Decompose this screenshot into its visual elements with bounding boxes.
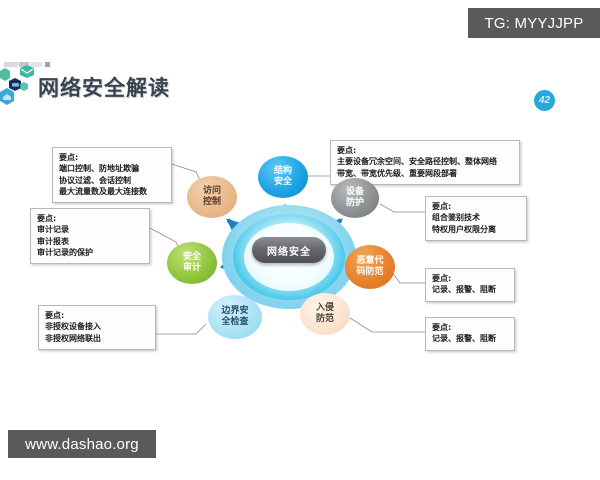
watermark-top-right: TG: MYYJJPP (468, 8, 600, 38)
note-heading: 要点: (337, 146, 357, 155)
node-security-audit: 安全 审计 (167, 242, 217, 284)
node-label-line: 设备 (345, 186, 364, 197)
node-intrusion-prevention: 入侵 防范 (300, 293, 350, 335)
page-title: 网络安全解读 (38, 77, 170, 100)
note-line: 非授权网络联出 (45, 333, 101, 343)
note-heading: 要点: (37, 214, 57, 223)
node-label-line: 防护 (345, 198, 364, 208)
note-line: 记录、报警、阻断 (432, 334, 496, 344)
note-heading: 要点: (432, 274, 452, 283)
note-line: 审计记录 (37, 225, 69, 235)
note-line: 记录、报警、阻断 (432, 285, 496, 295)
node-label-line: 码防范 (356, 267, 384, 277)
node-label-line: 安全 (273, 177, 292, 187)
note-structure-security: 要点: 主要设备冗余空间、安全路径控制、整体网络 带宽、带宽优先级、重要网段部署 (330, 140, 520, 186)
note-line: 审计报表 (37, 236, 69, 246)
note-security-audit: 要点: 审计记录 审计报表 审计记录的保护 (30, 208, 150, 265)
note-heading: 要点: (59, 153, 79, 162)
note-heading: 要点: (432, 323, 452, 332)
watermark-bottom-left: www.dashao.org (8, 430, 156, 458)
note-line: 组合鉴别技术 (432, 213, 480, 223)
node-label-line: 全检查 (221, 317, 249, 327)
center-node-label: 网络安全 (267, 246, 311, 258)
node-label-line: 访问 (202, 185, 221, 196)
security-mindmap-diagram: 要点: 端口控制、防地址欺骗 协议过滤、会话控制 最大流量数及最大连接数 要点:… (0, 120, 600, 370)
node-malicious-code-prevention: 恶意代 码防范 (345, 245, 395, 289)
note-line: 协议过滤、会话控制 (59, 175, 131, 185)
node-label-line: 控制 (202, 197, 221, 207)
note-line: 审计记录的保护 (37, 248, 93, 258)
node-label-line: 审计 (182, 263, 201, 273)
note-line: 特权用户权限分离 (432, 224, 496, 234)
note-line: 最大流量数及最大连接数 (59, 187, 147, 197)
title-decoration-icon (0, 62, 50, 105)
note-device-protection: 要点: 组合鉴别技术 特权用户权限分离 (425, 196, 527, 242)
note-boundary-check: 要点: 非授权设备接入 非授权网络联出 (38, 305, 156, 351)
note-line: 主要设备冗余空间、安全路径控制、整体网络 (337, 157, 497, 167)
page-number-badge: 42 (534, 90, 555, 111)
node-label-line: 边界安 (221, 305, 249, 316)
note-line: 非授权设备接入 (45, 322, 101, 332)
central-rings-graphic: 网络安全 (222, 205, 356, 309)
node-label-line: 入侵 (315, 302, 334, 313)
node-boundary-security-check: 边界安 全检查 (208, 295, 262, 339)
note-malicious-code: 要点: 记录、报警、阻断 (425, 268, 515, 302)
node-label-line: 安全 (182, 251, 201, 262)
node-label-line: 恶意代 (356, 255, 384, 266)
node-label-line: 防范 (315, 314, 334, 324)
note-access-control: 要点: 端口控制、防地址欺骗 协议过滤、会话控制 最大流量数及最大连接数 (52, 147, 172, 204)
center-node-network-security: 网络安全 (252, 237, 326, 263)
note-heading: 要点: (45, 311, 65, 320)
note-intrusion-prevention: 要点: 记录、报警、阻断 (425, 317, 515, 351)
note-heading: 要点: (432, 202, 452, 211)
node-structure-security: 结构 安全 (258, 156, 308, 198)
page-header: 网络安全解读 (0, 62, 260, 114)
note-line: 端口控制、防地址欺骗 (59, 164, 139, 174)
note-line: 带宽、带宽优先级、重要网段部署 (337, 168, 457, 178)
node-access-control: 访问 控制 (187, 176, 237, 218)
node-label-line: 结构 (273, 165, 292, 176)
node-device-protection: 设备 防护 (331, 178, 379, 218)
